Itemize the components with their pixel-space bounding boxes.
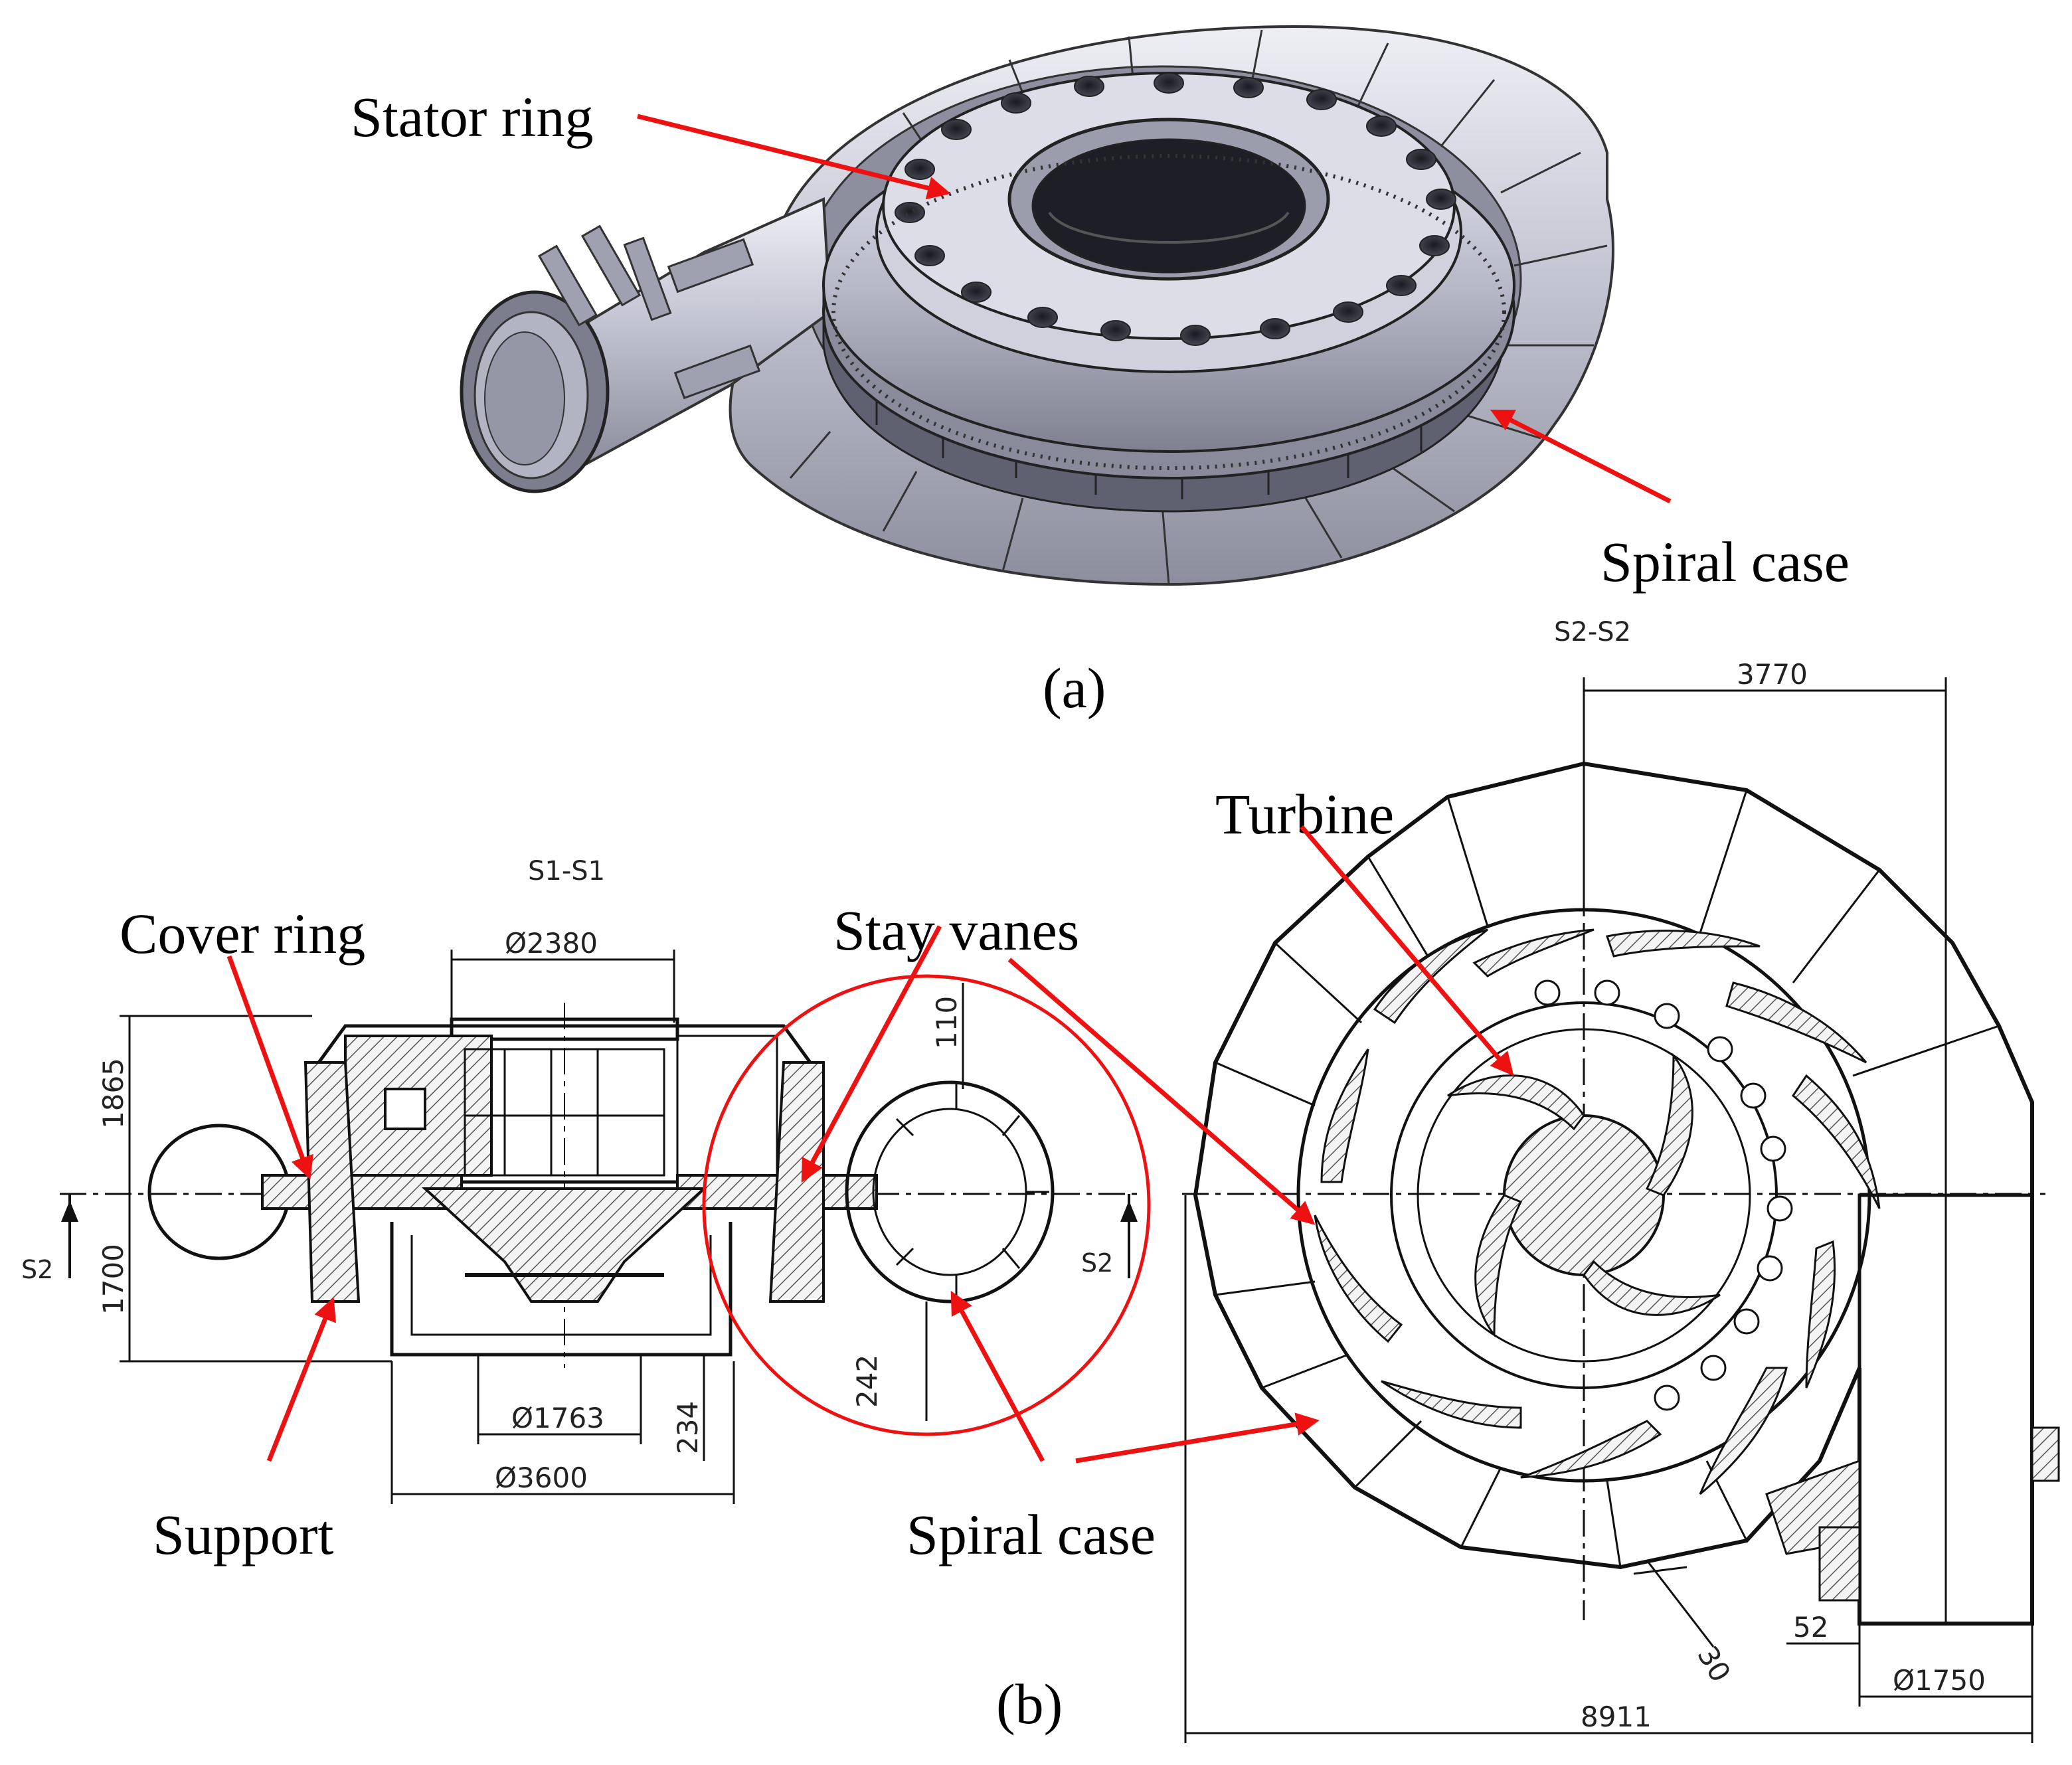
- cover-ring-arrow: [226, 955, 313, 1180]
- dim-w8911: 8911: [1581, 1701, 1652, 1733]
- highlight-circle: [702, 974, 1151, 1436]
- cover-ring-label: Cover ring: [120, 902, 365, 966]
- dim-d1763: Ø1763: [511, 1402, 604, 1434]
- support-label: Support: [153, 1503, 333, 1566]
- dim-t30: 30: [1691, 1641, 1737, 1688]
- section-s2-title: S2-S2: [1554, 617, 1631, 647]
- spiral-case-label-a: Spiral case: [1600, 530, 1850, 594]
- section-s1-title: S1-S1: [528, 856, 605, 886]
- section-mark-s2-right: S2: [1081, 1248, 1113, 1278]
- panel-b-arrows: [226, 825, 1514, 1464]
- stay-vanes-arrow-left: [801, 925, 942, 1183]
- section-s1-drawing: [60, 1003, 1142, 1368]
- dim-w3770: 3770: [1737, 658, 1808, 691]
- caption-b: (b): [996, 1672, 1063, 1736]
- spiral-case-label-b: Spiral case: [906, 1503, 1156, 1566]
- section-s2-drawing: [1182, 697, 2060, 1626]
- bolt-holes: [895, 72, 1456, 346]
- stator-ring-arrow: [637, 114, 951, 200]
- support-arrow: [266, 1297, 336, 1462]
- dim-v242: 242: [851, 1355, 883, 1408]
- turbine-arrow: [1300, 825, 1514, 1076]
- spiral-case-arrow-left: [950, 1290, 1045, 1462]
- spiral-case-arrow-a: [1490, 409, 1672, 504]
- panel-a-render: [460, 25, 1614, 586]
- spiral-case-arrow-right: [1075, 1412, 1320, 1464]
- dim-d2380: Ø2380: [505, 927, 598, 960]
- stay-vanes-arrow-right: [1007, 958, 1316, 1225]
- dim-d1750: Ø1750: [1893, 1664, 1986, 1697]
- stator-ring-label: Stator ring: [351, 85, 593, 149]
- dim-v110: 110: [930, 996, 963, 1049]
- s2-dimension-lines: [1184, 677, 2033, 1743]
- caption-a: (a): [1043, 656, 1106, 720]
- s1-dimension-lines: [120, 950, 964, 1504]
- dim-d3600: Ø3600: [495, 1462, 588, 1494]
- dim-h234: 234: [671, 1401, 704, 1454]
- section-mark-s2-left: S2: [21, 1255, 53, 1284]
- dim-h1700: 1700: [97, 1244, 130, 1315]
- stay-vanes-label: Stay vanes: [833, 898, 1079, 962]
- turbine-label: Turbine: [1215, 782, 1394, 846]
- dim-t52: 52: [1793, 1611, 1828, 1643]
- dim-h1865: 1865: [97, 1058, 130, 1129]
- turbine-runner: [1503, 1114, 1665, 1276]
